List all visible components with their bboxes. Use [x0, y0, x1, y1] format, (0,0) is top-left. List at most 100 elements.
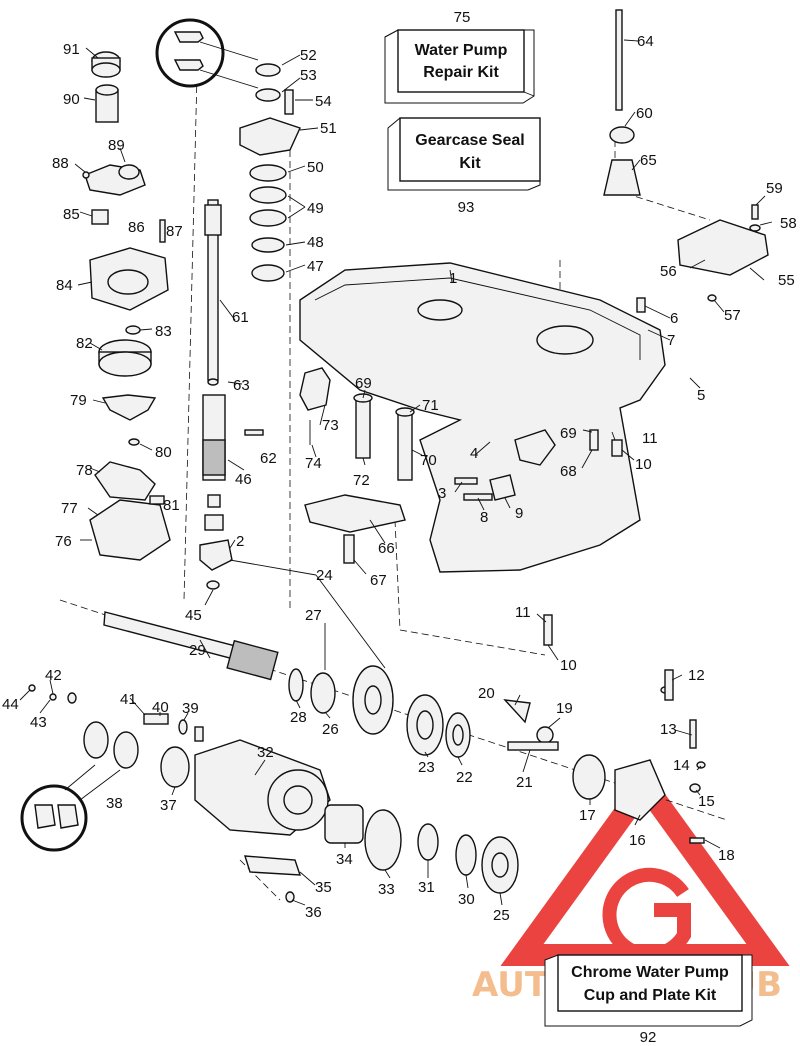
- callout-30: 30: [458, 891, 475, 908]
- callout-78: 78: [76, 462, 93, 479]
- kit-box-chrome-water-pump[interactable]: Chrome Water Pump Cup and Plate Kit 92: [544, 954, 753, 1046]
- kit-box-gearcase-seal[interactable]: Gearcase Seal Kit 93: [387, 117, 541, 216]
- callout-87: 87: [166, 223, 183, 240]
- callout-40: 40: [152, 699, 169, 716]
- callout-34: 34: [336, 851, 353, 868]
- callout-4: 4: [470, 445, 478, 462]
- callout-46: 46: [235, 471, 252, 488]
- callout-48: 48: [307, 234, 324, 251]
- callout-19: 19: [556, 700, 573, 717]
- callout-23: 23: [418, 759, 435, 776]
- callout-21: 21: [516, 774, 533, 791]
- callout-73: 73: [322, 417, 339, 434]
- kit-chrome-line2: Cup and Plate Kit: [584, 987, 717, 1004]
- callout-47: 47: [307, 258, 324, 275]
- callout-51: 51: [320, 120, 337, 137]
- gearcase-housing: [299, 262, 666, 573]
- callout-85: 85: [63, 206, 80, 223]
- callout-11-upper: 11: [642, 430, 658, 447]
- watermark-g-icon: [602, 867, 691, 962]
- kit-water-pump-line2: Repair Kit: [423, 64, 499, 81]
- callout-37: 37: [160, 797, 177, 814]
- callout-58: 58: [780, 215, 797, 232]
- callout-42: 42: [45, 667, 62, 684]
- callout-72: 72: [353, 472, 370, 489]
- callout-62: 62: [260, 450, 277, 467]
- callout-27: 27: [305, 607, 322, 624]
- callout-39: 39: [182, 700, 199, 717]
- callout-52: 52: [300, 47, 317, 64]
- callout-86: 86: [128, 219, 145, 236]
- callout-9: 9: [515, 505, 523, 522]
- callout-6: 6: [670, 310, 678, 327]
- callout-90: 90: [63, 91, 80, 108]
- kit-gearcase-seal-line1: Gearcase Seal: [415, 132, 524, 149]
- callout-28: 28: [290, 709, 307, 726]
- callout-36: 36: [305, 904, 322, 921]
- callout-55: 55: [778, 272, 795, 289]
- callout-89: 89: [108, 137, 125, 154]
- callout-69-upper: 69: [355, 375, 372, 392]
- callout-54: 54: [315, 93, 332, 110]
- driveshaft-assembly: [199, 199, 264, 590]
- callout-67: 67: [370, 572, 387, 589]
- callout-3: 3: [438, 485, 446, 502]
- callout-2: 2: [236, 533, 244, 550]
- callout-68: 68: [560, 463, 577, 480]
- callout-41: 41: [120, 691, 137, 708]
- callout-12: 12: [688, 667, 705, 684]
- callout-22: 22: [456, 769, 473, 786]
- propshaft-assembly: [28, 611, 706, 903]
- callout-63: 63: [233, 377, 250, 394]
- callout-1: 1: [449, 270, 457, 287]
- callout-25: 25: [493, 907, 510, 924]
- callout-13: 13: [660, 721, 677, 738]
- shift-cover: [603, 9, 769, 313]
- callout-50: 50: [307, 159, 324, 176]
- callout-26: 26: [322, 721, 339, 738]
- seal-stack: [239, 63, 301, 282]
- callout-49: 49: [307, 200, 324, 217]
- callout-29: 29: [189, 642, 206, 659]
- callout-81: 81: [163, 497, 180, 514]
- callout-43: 43: [30, 714, 47, 731]
- callout-64: 64: [637, 33, 654, 50]
- callout-32: 32: [257, 744, 274, 761]
- callout-10-upper: 10: [635, 456, 652, 473]
- kit-chrome-line1: Chrome Water Pump: [571, 964, 729, 981]
- kit-gearcase-seal-line2: Kit: [459, 155, 481, 172]
- callout-92: 92: [640, 1029, 657, 1046]
- callout-16: 16: [629, 832, 646, 849]
- callout-57: 57: [724, 307, 741, 324]
- callout-56: 56: [660, 263, 677, 280]
- callout-76: 76: [55, 533, 72, 550]
- callout-83: 83: [155, 323, 172, 340]
- callout-60: 60: [636, 105, 653, 122]
- callout-65: 65: [640, 152, 657, 169]
- callout-74: 74: [305, 455, 322, 472]
- callout-59: 59: [766, 180, 783, 197]
- callout-69-lower: 69: [560, 425, 577, 442]
- callouts: 91 90 89 88 87 86 85 84 83 82 81 80 79 7…: [2, 33, 797, 924]
- callout-14: 14: [673, 757, 690, 774]
- callout-53: 53: [300, 67, 317, 84]
- detail-circle-bottom: [20, 764, 121, 852]
- callout-11-lower: 11: [515, 604, 531, 621]
- callout-5: 5: [697, 387, 705, 404]
- kit-water-pump-line1: Water Pump: [415, 42, 508, 59]
- callout-45: 45: [185, 607, 202, 624]
- kit-box-water-pump[interactable]: Water Pump Repair Kit 75: [384, 9, 535, 104]
- leader-lines: [19, 39, 773, 906]
- callout-17: 17: [579, 807, 596, 824]
- callout-82: 82: [76, 335, 93, 352]
- callout-44: 44: [2, 696, 19, 713]
- callout-10-lower: 10: [560, 657, 577, 674]
- callout-80: 80: [155, 444, 172, 461]
- callout-20: 20: [478, 685, 495, 702]
- callout-24: 24: [316, 567, 333, 584]
- callout-15: 15: [698, 793, 715, 810]
- water-pump-stack: [82, 51, 171, 561]
- callout-35: 35: [315, 879, 332, 896]
- callout-61: 61: [232, 309, 249, 326]
